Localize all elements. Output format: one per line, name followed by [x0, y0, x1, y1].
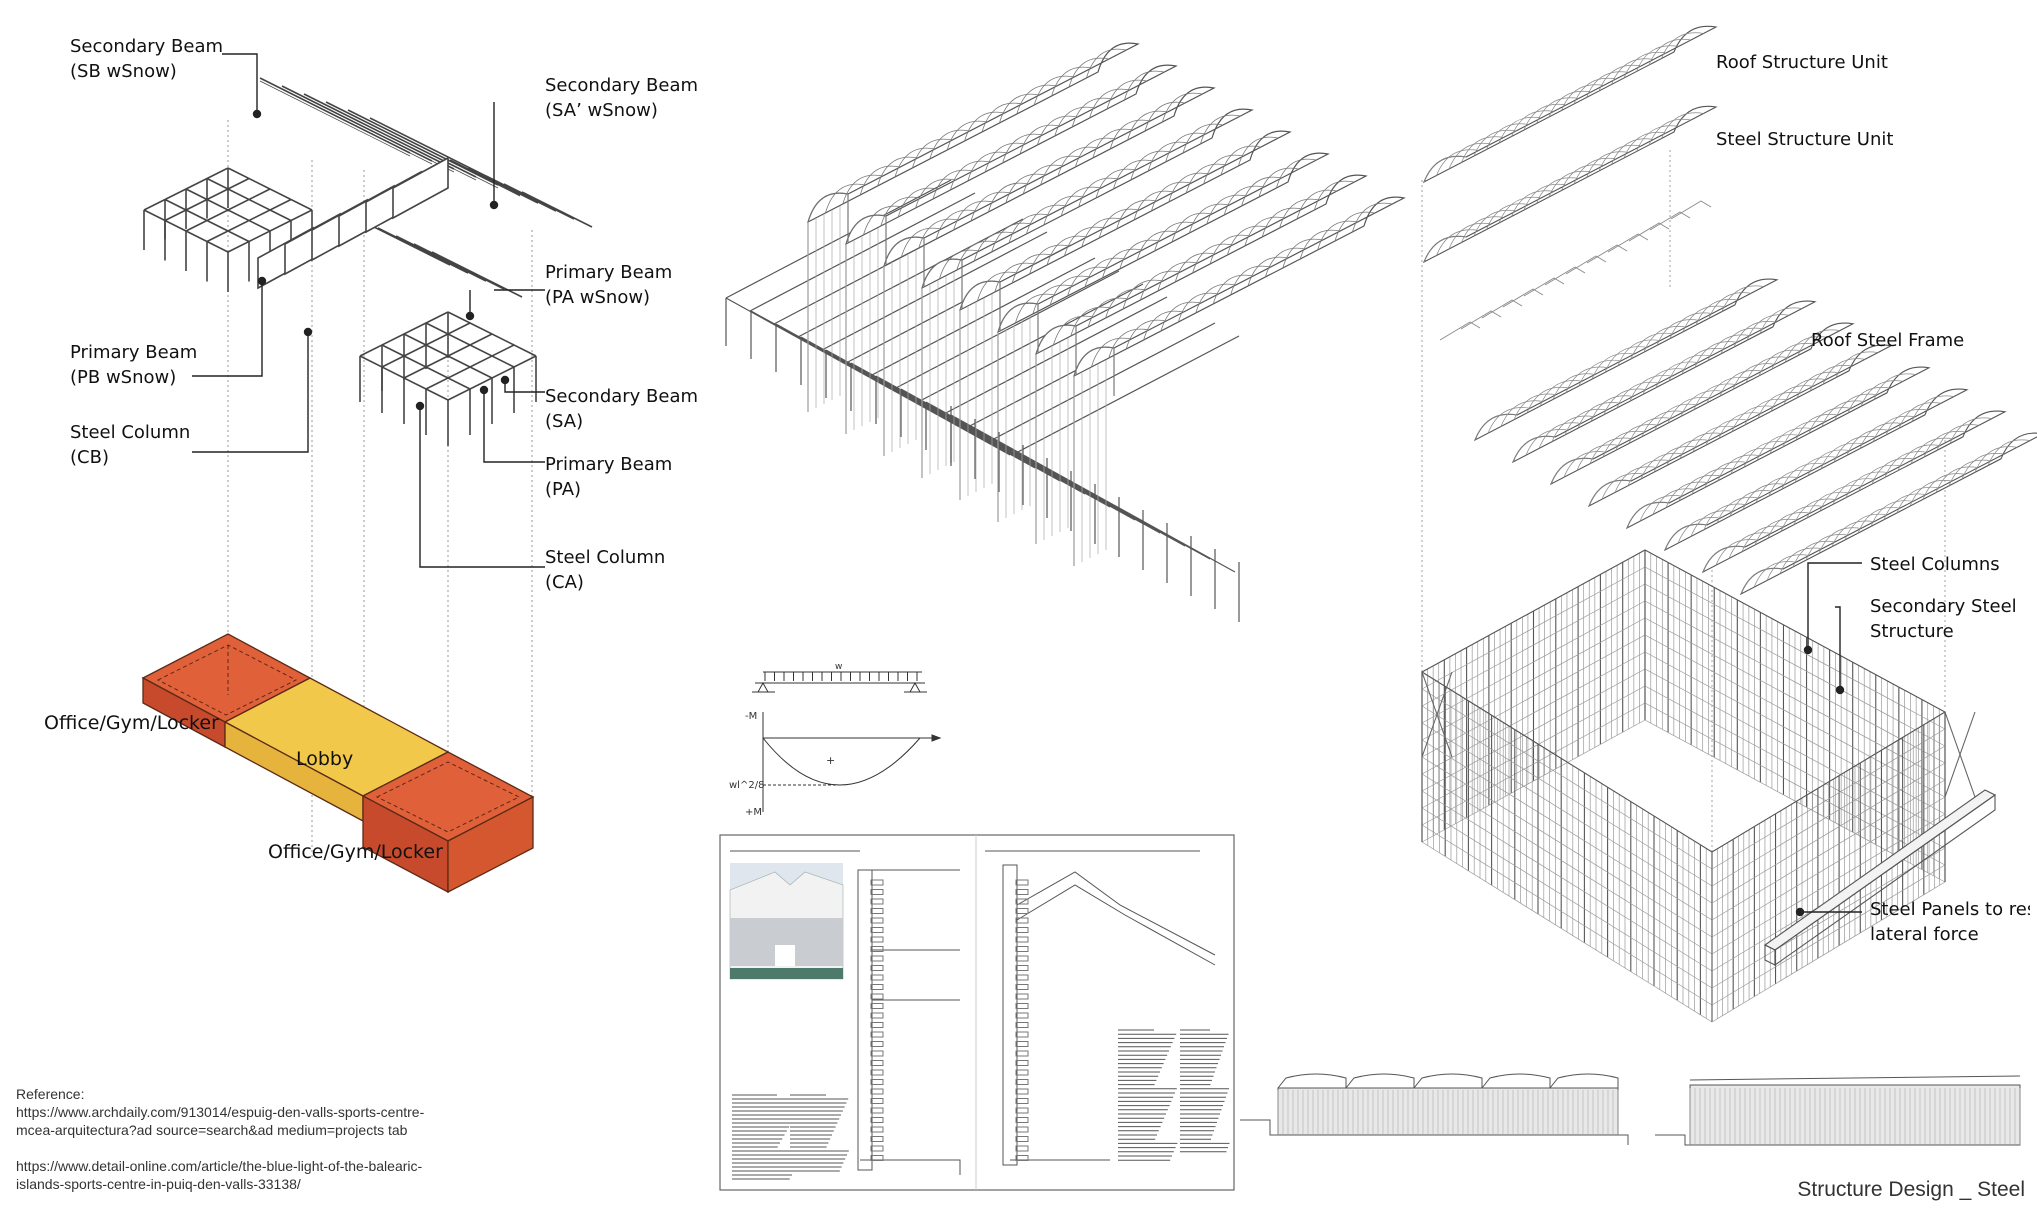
steel-structure-unit — [1422, 105, 1718, 341]
program-block — [141, 633, 535, 894]
reference-link-2-cont[interactable]: islands-sports-centre-in-puiq-den-valls-… — [16, 1176, 301, 1192]
label-steel-panels: Steel Panels to resis lateral force — [1870, 897, 2030, 947]
reference-link-1[interactable]: https://www.archdaily.com/913014/espuig-… — [16, 1104, 425, 1120]
elevation-right — [1655, 1075, 2021, 1146]
program-label-lobby: Lobby — [296, 748, 354, 770]
label-line: Steel Column — [70, 422, 191, 443]
label-line: Secondary Beam — [545, 75, 699, 96]
secondary-beams-sa-prime — [359, 159, 593, 298]
program-label-office-2: Office/Gym/Locker — [268, 841, 443, 863]
axis-bottom-label: +M — [745, 807, 762, 818]
moment-label: wl^2/8 — [729, 780, 764, 791]
footer-title: Structure Design _ Steel — [1797, 1178, 2025, 1201]
reference-heading: Reference: — [16, 1086, 85, 1102]
label-line: Primary Beam — [70, 342, 198, 363]
label-line: (PA) — [545, 479, 582, 500]
left-exploded-axonometric — [143, 77, 593, 880]
label-secondary-beam-sb: Secondary Beam (SB wSnow) — [70, 34, 223, 84]
reference-link-2[interactable]: https://www.detail-online.com/article/th… — [16, 1158, 423, 1174]
load-label: w — [835, 662, 842, 672]
label-line: Secondary Beam — [545, 386, 699, 407]
axis-top-label: -M — [745, 711, 757, 722]
primary-beams-pb — [257, 156, 449, 290]
label-line: (SA) — [545, 411, 584, 432]
uniform-load-arrows — [764, 672, 918, 681]
elevation-left — [1240, 1073, 1629, 1145]
steel-frame-grid-right — [359, 311, 537, 446]
label-secondary-beam-sa: Secondary Beam (SA) — [545, 384, 698, 434]
leader-lines-right — [1795, 562, 1862, 917]
moment-sign: + — [826, 754, 835, 767]
label-primary-beam-pb-wsnow: Primary Beam (PB wSnow) — [70, 340, 197, 390]
program-label-office-1: Office/Gym/Locker — [44, 712, 219, 734]
label-line: (CB) — [70, 447, 109, 468]
label-steel-structure-unit: Steel Structure Unit — [1716, 129, 1894, 150]
label-line: Primary Beam — [545, 262, 673, 283]
steel-columns-walls — [1420, 549, 1976, 1023]
label-roof-structure-unit: Roof Structure Unit — [1716, 52, 1888, 73]
label-secondary-beam-sa-prime: Secondary Beam (SA’ wSnow) — [545, 73, 698, 123]
label-line: (CA) — [545, 572, 584, 593]
label-line: Secondary Beam — [70, 36, 224, 57]
label-primary-beam-pa-wsnow: Primary Beam (PA wSnow) — [545, 260, 672, 310]
right-exploded-building — [1420, 25, 2037, 1023]
label-steel-column-cb: Steel Column (CB) — [70, 420, 190, 470]
middle-building-axonometric — [725, 42, 1406, 622]
label-line: Steel Panels to resis — [1870, 899, 2030, 920]
label-line: (SA’ wSnow) — [545, 100, 658, 121]
label-line: (PA wSnow) — [545, 287, 651, 308]
reference-block: Reference: https://www.archdaily.com/913… — [16, 1085, 424, 1193]
roof-steel-frame — [1473, 278, 2037, 596]
leader-lines-left — [192, 53, 545, 568]
beam-moment-diagram — [752, 671, 942, 812]
label-line: Structure — [1870, 621, 1954, 642]
label-secondary-steel-structure: Secondary Steel Structure — [1870, 594, 2017, 644]
reference-link-1-cont[interactable]: mcea-arquitectura?ad source=search&ad me… — [16, 1122, 408, 1138]
label-line: (PB wSnow) — [70, 367, 177, 388]
secondary-beams-sb — [259, 77, 521, 197]
label-line: Secondary Steel — [1870, 596, 2017, 617]
detail-document-pages — [719, 834, 1235, 1191]
label-steel-columns: Steel Columns — [1870, 554, 2000, 575]
label-steel-column-ca: Steel Column (CA) — [545, 545, 665, 595]
label-line: lateral force — [1870, 924, 1979, 945]
label-line: Primary Beam — [545, 454, 673, 475]
label-primary-beam-pa: Primary Beam (PA) — [545, 452, 672, 502]
roof-vaults — [807, 42, 1406, 566]
label-line: (SB wSnow) — [70, 61, 177, 82]
roof-structure-unit — [1422, 25, 1718, 184]
label-line: Steel Column — [545, 547, 666, 568]
label-roof-steel-frame: Roof Steel Frame — [1811, 330, 1965, 351]
